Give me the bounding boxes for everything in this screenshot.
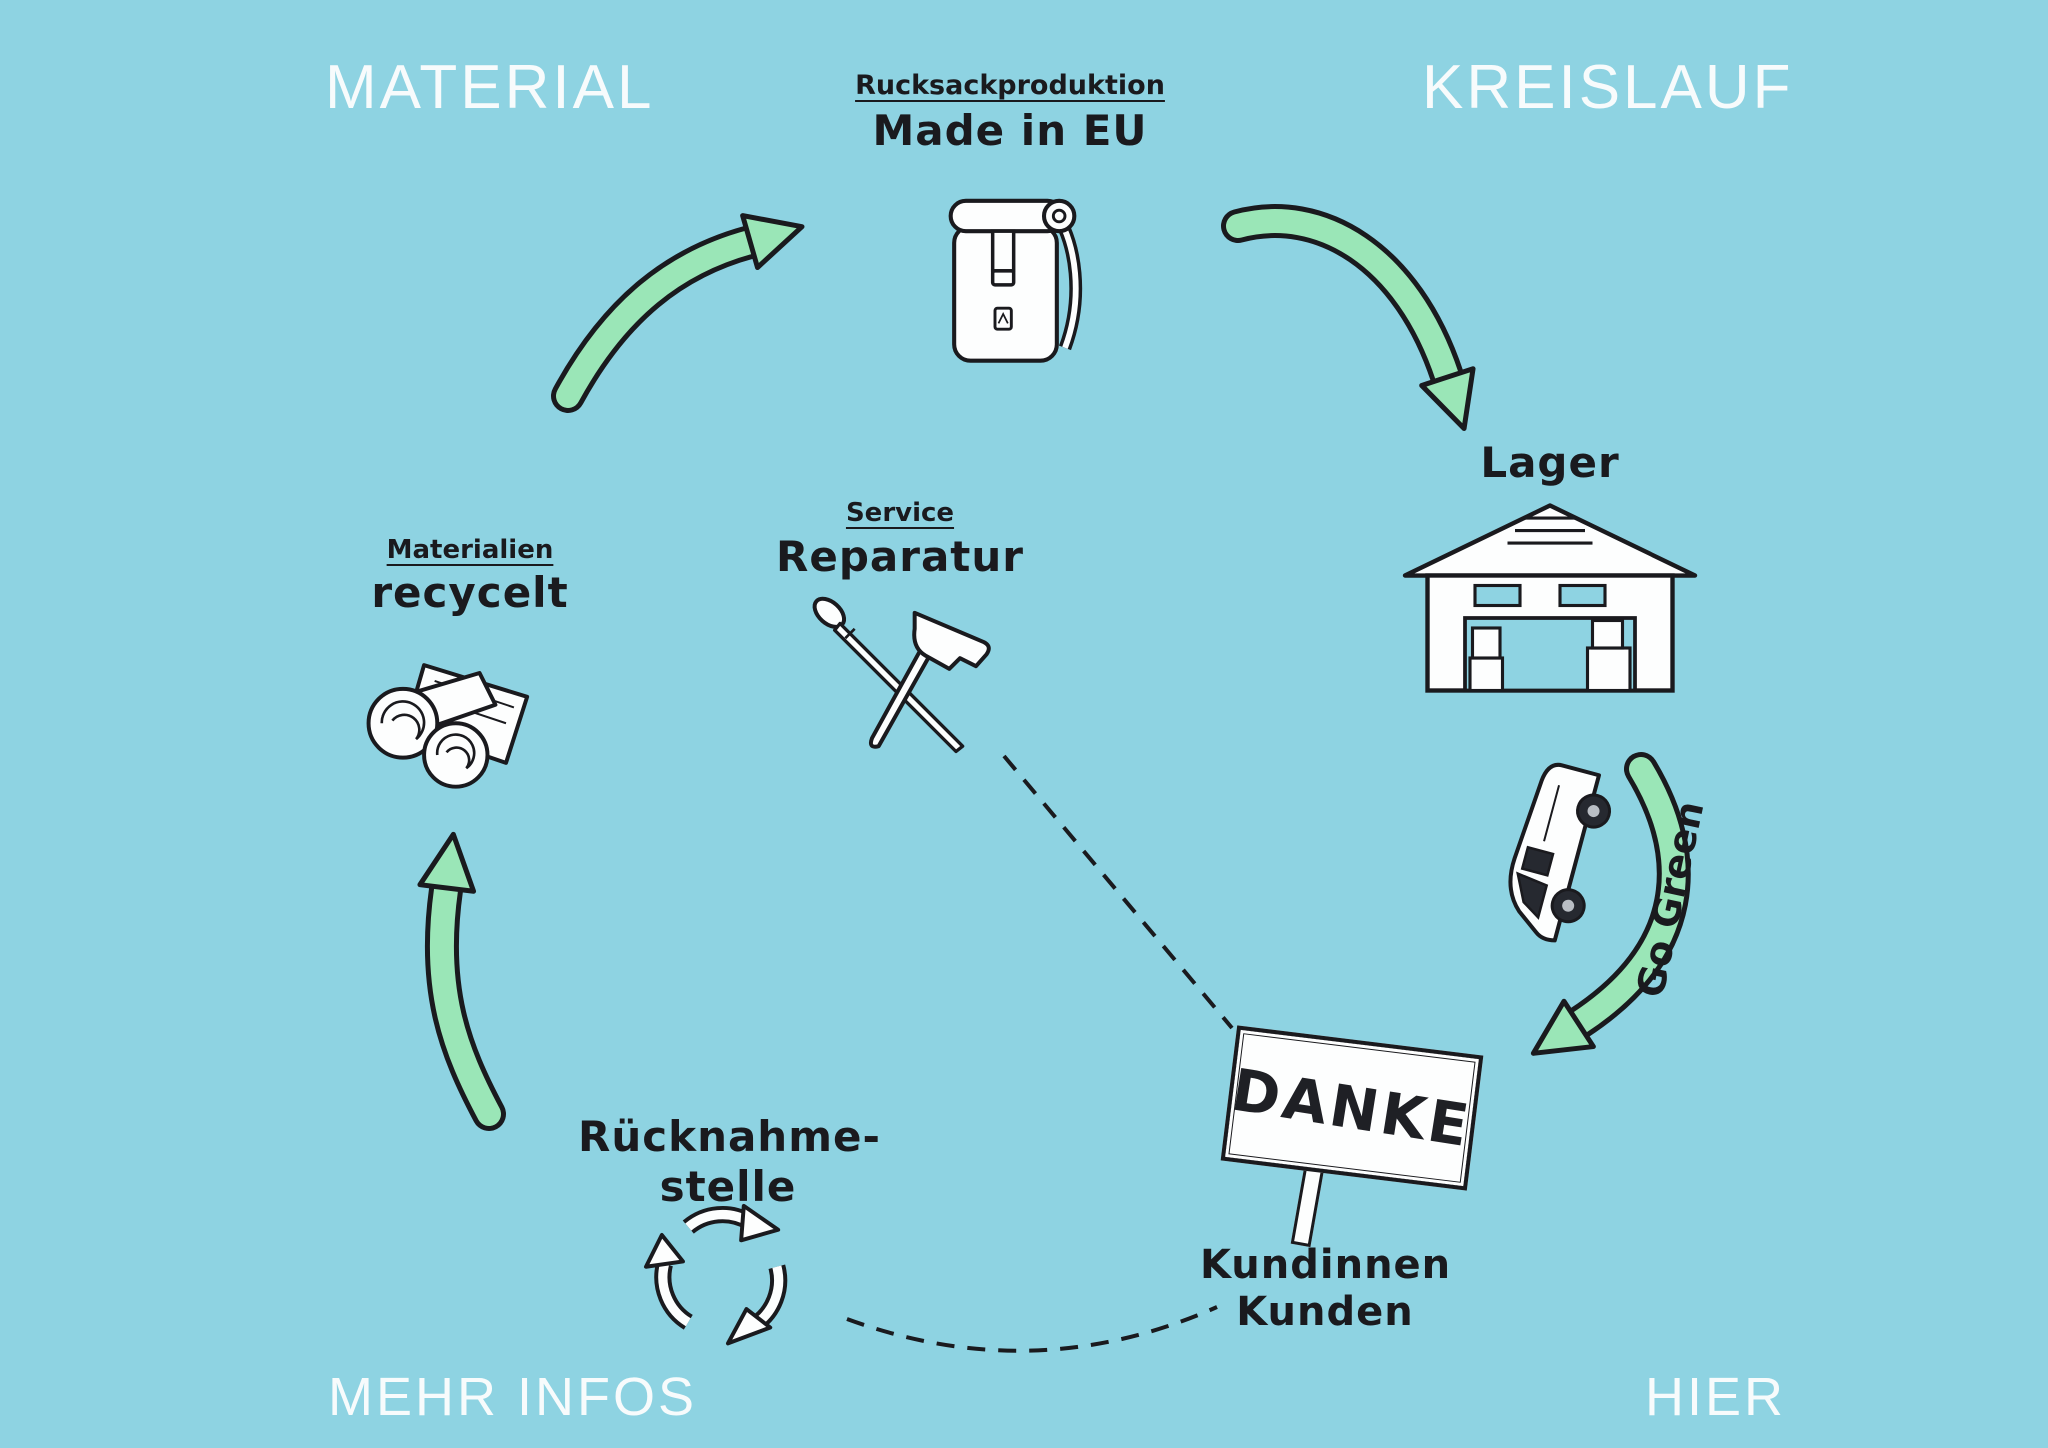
cycle-arrow-go-green bbox=[1530, 752, 1691, 1056]
cycle-arrow-production-to-storage bbox=[1221, 204, 1476, 431]
takeback-title: Rücknahme- stelle bbox=[578, 1112, 881, 1211]
customers-label-line1: Kundinnen bbox=[1200, 1242, 1452, 1288]
backpack-icon bbox=[948, 198, 1083, 363]
fabric-rolls-icon bbox=[366, 663, 530, 789]
repair-title: Reparatur bbox=[776, 532, 1024, 581]
customers-label: Kundinnen Kunden bbox=[1200, 1242, 1450, 1336]
production-title: Made in EU bbox=[872, 106, 1148, 155]
cycle-arrow-materials-to-production bbox=[551, 213, 805, 413]
repair-subtitle: Service bbox=[845, 498, 955, 528]
footer-mehr-infos: MEHR INFOS bbox=[328, 1367, 698, 1427]
materials-subtitle: Materialien bbox=[386, 535, 554, 565]
danke-sign-text: DANKE bbox=[1227, 1055, 1477, 1161]
takeback-title-line2: stelle bbox=[659, 1161, 797, 1211]
warehouse-icon bbox=[1402, 503, 1698, 693]
cycle-arrow-takeback-to-materials bbox=[417, 831, 506, 1131]
customers-label-line2: Kunden bbox=[1236, 1289, 1414, 1336]
storage-title: Lager bbox=[1480, 438, 1620, 487]
footer-hier-link[interactable]: HIER bbox=[1645, 1367, 1787, 1427]
delivery-van-icon bbox=[1474, 741, 1637, 964]
title-material: MATERIAL bbox=[325, 53, 655, 122]
recycle-arrows-icon bbox=[644, 1203, 788, 1346]
repair-tools-icon bbox=[812, 596, 991, 754]
title-kreislauf: KREISLAUF bbox=[1422, 53, 1794, 122]
takeback-title-line1: Rücknahme- bbox=[578, 1112, 881, 1161]
materials-title: recycelt bbox=[371, 568, 569, 617]
production-subtitle: Rucksackproduktion bbox=[855, 70, 1165, 101]
